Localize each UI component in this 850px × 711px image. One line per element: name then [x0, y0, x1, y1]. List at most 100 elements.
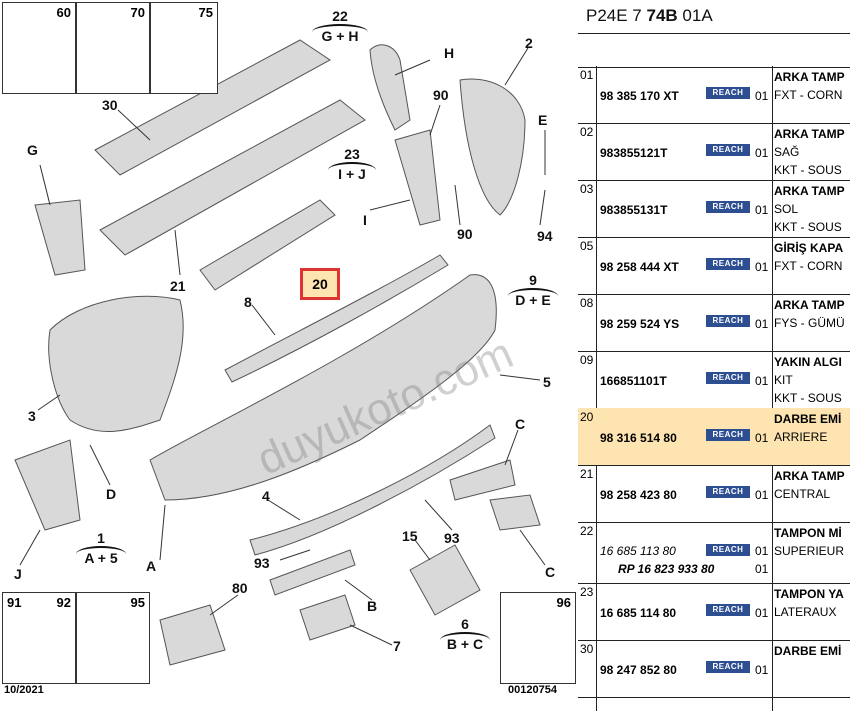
- row-index: 01: [580, 68, 594, 82]
- callout-91: 91: [7, 595, 22, 610]
- group-1: 1 A + 5: [76, 530, 126, 566]
- part-description-title: ARKA TAMP: [774, 184, 845, 198]
- callout-3: 3: [28, 408, 36, 424]
- part-number: 16 685 114 80: [600, 606, 677, 620]
- row-index: 08: [580, 296, 594, 310]
- quantity: 01: [755, 488, 769, 502]
- reach-badge: REACH: [706, 258, 750, 270]
- part-number: 98 385 170 XT: [600, 89, 679, 103]
- callout-20: 20: [300, 268, 340, 300]
- diffuser-4: [249, 424, 496, 556]
- reach-badge: REACH: [706, 87, 750, 99]
- column-divider: [596, 66, 597, 711]
- row-index: 30: [580, 642, 594, 656]
- part-description-title: ARKA TAMP: [774, 469, 845, 483]
- callout-C: C: [515, 416, 526, 432]
- part-C2: [489, 494, 541, 531]
- callout-95: 95: [130, 595, 145, 610]
- part-description-title: ARKA TAMP: [774, 127, 845, 141]
- part-7: [299, 594, 356, 641]
- part-description-line: CENTRAL: [774, 487, 831, 501]
- callout-2: 2: [525, 35, 533, 51]
- kit-80: [159, 604, 226, 666]
- fastener-box-91-92: 91 92: [2, 592, 76, 684]
- reference-header-row: [578, 33, 850, 68]
- part-number: 98 259 524 YS: [600, 317, 680, 331]
- callout-9: 9: [529, 272, 537, 288]
- callout-A: A: [146, 558, 157, 574]
- callout-23: 23: [344, 146, 360, 162]
- part-description-line: SAĞ: [774, 145, 800, 159]
- part-description-title: TAMPON Mİ: [774, 526, 842, 540]
- reach-badge: REACH: [706, 201, 750, 213]
- reference-title-prefix: P24E 7: [586, 6, 647, 25]
- quantity: 01: [755, 663, 769, 677]
- reach-badge: REACH: [706, 604, 750, 616]
- part-description-line: ARRIERE: [774, 430, 828, 444]
- part-description-line: KKT - SOUS: [774, 163, 842, 177]
- quantity: 01: [755, 260, 769, 274]
- callout-96: 96: [556, 595, 571, 610]
- quantity-replacement: 01: [755, 562, 769, 576]
- callout-94: 94: [537, 228, 553, 244]
- quantity: 01: [755, 146, 769, 160]
- part-H: [369, 44, 411, 131]
- reach-badge: REACH: [706, 486, 750, 498]
- callout-8: 8: [244, 294, 252, 310]
- diagram-artwork: [14, 39, 546, 666]
- callout-6: 6: [461, 616, 469, 632]
- quantity: 01: [755, 431, 769, 445]
- part-description-line: KKT - SOUS: [774, 220, 842, 234]
- fastener-box-95: 95: [76, 592, 150, 684]
- part-B: [269, 549, 356, 596]
- reach-badge: REACH: [706, 661, 750, 673]
- callout-90-bottom: 90: [457, 226, 473, 242]
- quantity: 01: [755, 374, 769, 388]
- replacement-part-number: RP 16 823 933 80: [618, 562, 715, 576]
- absorber-30: [94, 39, 331, 176]
- part-J: [14, 439, 81, 531]
- callout-75: 75: [198, 5, 213, 20]
- part-C: [449, 459, 516, 501]
- quantity: 01: [755, 89, 769, 103]
- callout-g-h: G + H: [312, 24, 368, 44]
- callout-G: G: [27, 142, 38, 158]
- callout-93-right: 93: [444, 530, 460, 546]
- part-description: DARBE EMİ: [774, 642, 850, 660]
- row-index: 05: [580, 239, 594, 253]
- part-number: 166851101T: [600, 374, 667, 388]
- reach-badge: REACH: [706, 315, 750, 327]
- callout-60: 60: [56, 5, 71, 20]
- part-number: 98 316 514 80: [600, 431, 677, 445]
- bumper-cover: [149, 274, 497, 501]
- row-index: 09: [580, 353, 594, 367]
- part-description: ARKA TAMP SAĞ KKT - SOUS: [774, 125, 850, 179]
- fastener-box-70: 70: [76, 2, 150, 94]
- footer-date: 10/2021: [4, 684, 44, 696]
- fastener-box-96: 96: [500, 592, 576, 684]
- callout-1: 1: [97, 530, 105, 546]
- footer-code: 00120754: [508, 684, 557, 696]
- part-description-line: FXT - CORN: [774, 259, 843, 273]
- callout-80: 80: [232, 580, 248, 596]
- reach-badge: REACH: [706, 372, 750, 384]
- part-number: 98 258 444 XT: [600, 260, 679, 274]
- callout-21: 21: [170, 278, 186, 294]
